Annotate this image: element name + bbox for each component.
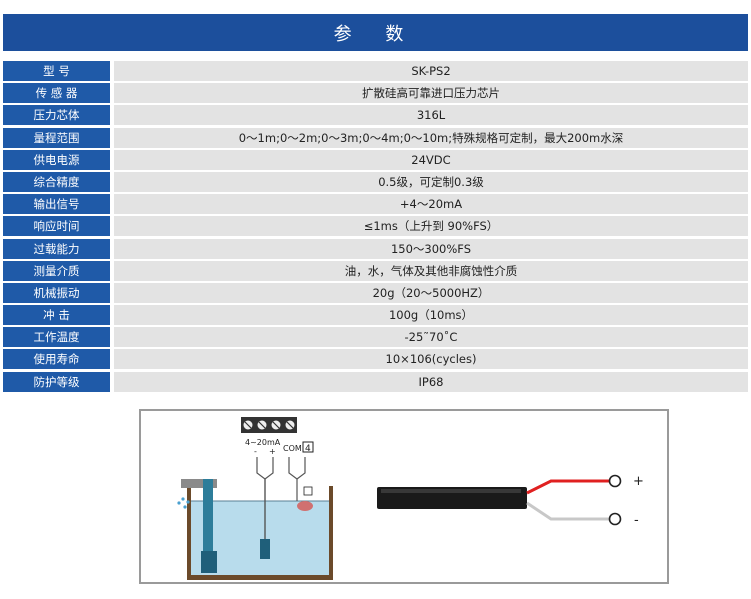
spec-value: 扩散硅高可靠进口压力芯片 — [114, 83, 748, 104]
terminal-block — [241, 417, 297, 433]
spec-value: 150～300%FS — [114, 238, 748, 259]
spec-label: 冲 击 — [3, 305, 110, 326]
spec-value: +4～20mA — [114, 194, 748, 215]
spec-value: -25˜70˚C — [114, 327, 748, 348]
terminal-num-label: 4 — [305, 444, 311, 454]
spec-label: 综合精度 — [3, 171, 110, 192]
spec-value: 0～1m;0～2m;0～3m;0～4m;0～10m;特殊规格可定制，最大200m… — [114, 127, 748, 148]
spec-value: 24VDC — [114, 149, 748, 170]
spec-row: 响应时间≤1ms（上升到 90%FS） — [3, 216, 748, 237]
spec-label: 传 感 器 — [3, 83, 110, 104]
spec-label: 型 号 — [3, 61, 110, 81]
spec-value: 100g（10ms） — [114, 305, 748, 326]
spec-label: 工作温度 — [3, 327, 110, 348]
spec-label: 量程范围 — [3, 127, 110, 148]
wiring-diagram: 4~20mA - + COM 4 — [139, 409, 669, 584]
spec-row: 传 感 器扩散硅高可靠进口压力芯片 — [3, 83, 748, 104]
spec-row: 输出信号+4～20mA — [3, 194, 748, 215]
terminal-minus-label: - — [254, 447, 257, 456]
spec-label: 测量介质 — [3, 260, 110, 281]
terminal-com-label: COM — [283, 444, 302, 453]
float-switch — [297, 501, 313, 511]
section-title: 参 数 — [333, 23, 418, 45]
spec-value: 316L — [114, 105, 748, 126]
spec-label: 过载能力 — [3, 238, 110, 259]
inlet-pipe — [177, 479, 217, 573]
spec-value: 10×106(cycles) — [114, 349, 748, 370]
spec-label: 防护等级 — [3, 371, 110, 392]
wiring-diagram-svg: 4~20mA - + COM 4 — [177, 417, 644, 580]
spec-label: 输出信号 — [3, 194, 110, 215]
probe-cables — [256, 457, 313, 559]
red-wire — [526, 479, 609, 495]
terminal-plus-label: + — [269, 447, 276, 456]
spec-label: 使用寿命 — [3, 349, 110, 370]
negative-terminal-icon — [608, 512, 622, 526]
sensor-cable — [377, 487, 527, 509]
spec-label: 压力芯体 — [3, 105, 110, 126]
spec-value: IP68 — [114, 371, 748, 392]
spec-value: 油，水，气体及其他非腐蚀性介质 — [114, 260, 748, 281]
spec-label: 供电电源 — [3, 149, 110, 170]
wire-plus-label: + — [633, 474, 644, 489]
wire-minus-label: - — [634, 513, 639, 528]
spec-label: 响应时间 — [3, 216, 110, 237]
spec-row: 工作温度-25˜70˚C — [3, 327, 748, 348]
spec-value: 20g（20～5000HZ） — [114, 282, 748, 303]
spec-label: 机械振动 — [3, 282, 110, 303]
gray-wire — [526, 501, 609, 521]
terminal-signal-label: 4~20mA — [245, 438, 281, 447]
spec-row: 测量介质油，水，气体及其他非腐蚀性介质 — [3, 260, 748, 281]
section-header: 参 数 — [3, 14, 748, 51]
terminal-num-box — [302, 441, 314, 453]
spec-value: SK-PS2 — [114, 61, 748, 81]
pressure-probe — [260, 539, 270, 559]
spec-value: ≤1ms（上升到 90%FS） — [114, 216, 748, 237]
positive-terminal-icon — [608, 474, 622, 488]
spec-value: 0.5级，可定制0.3级 — [114, 171, 748, 192]
